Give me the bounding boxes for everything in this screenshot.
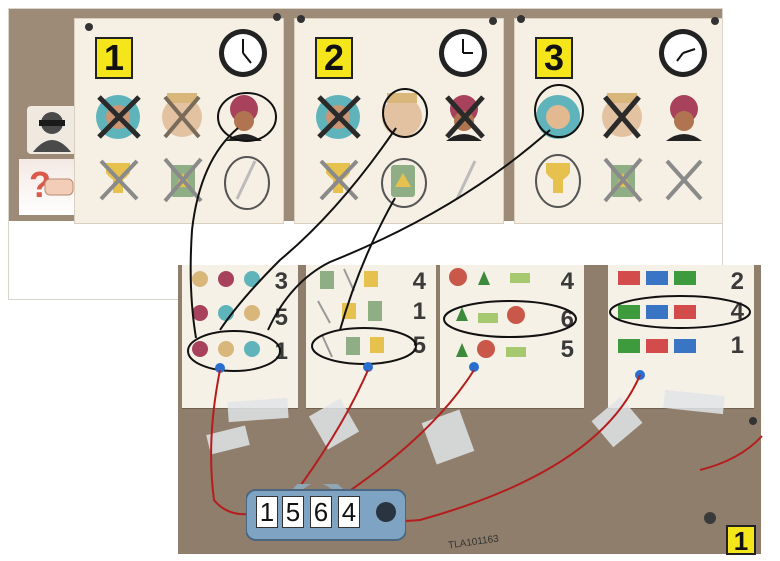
- lock-digit-1[interactable]: 1: [256, 496, 278, 528]
- lock-digit-2[interactable]: 5: [282, 496, 304, 528]
- suspect-board-panel: ? 1 2 3: [8, 8, 723, 300]
- suspect-portrait-teal-headscarf: [535, 85, 583, 139]
- tape-strip: [309, 399, 359, 450]
- poison-bottle-icon: [382, 159, 426, 207]
- pushpin-icon: [635, 370, 645, 380]
- suspect-portrait-teal-headscarf: [96, 95, 140, 139]
- next-card-badge: 1: [726, 525, 756, 555]
- golf-club-icon: [225, 157, 269, 209]
- golden-trophy-icon: [536, 155, 580, 207]
- lock-digit-3[interactable]: 6: [310, 496, 332, 528]
- pushpin-icon: [711, 17, 719, 25]
- tape-strip: [592, 397, 643, 447]
- pushpin-icon: [85, 23, 93, 31]
- pushpin-icon: [215, 363, 225, 373]
- pushpin-icon: [704, 512, 716, 524]
- golden-trophy-icon: [321, 161, 357, 199]
- suspect-portrait-turban-man: [446, 95, 483, 141]
- golf-cart-icons: [618, 271, 696, 353]
- golf-club-icon: [667, 161, 701, 199]
- suspect-portrait-turban-man: [666, 95, 702, 141]
- tape-strip: [663, 390, 725, 414]
- golden-trophy-icon: [101, 161, 137, 199]
- pushpin-icon: [489, 17, 497, 25]
- grid-overlay: [9, 9, 723, 300]
- pushpin-icon: [273, 13, 281, 21]
- suspect-faces-icon: [192, 271, 260, 357]
- suspect-portrait-teal-headscarf: [316, 95, 360, 139]
- poison-bottle-icon: [605, 159, 641, 201]
- tape-strip: [206, 425, 250, 454]
- tape-strip: [422, 409, 475, 464]
- golf-club-icon: [457, 161, 475, 199]
- pushpin-icon: [517, 15, 525, 23]
- lock-digit-4[interactable]: 4: [338, 496, 360, 528]
- pushpin-icon: [297, 15, 305, 23]
- weapon-icons: [318, 269, 384, 357]
- suspect-portrait-bearded-man: [162, 93, 202, 137]
- suspect-portrait-turban-man: [218, 93, 276, 141]
- pushpin-icon: [469, 362, 479, 372]
- tape-strip: [227, 398, 288, 422]
- poison-bottle-icon: [165, 159, 201, 201]
- location-icons: [449, 268, 530, 358]
- pushpin-icon: [749, 417, 757, 425]
- suspect-portrait-bearded-man: [382, 89, 427, 137]
- suspect-portrait-bearded-man: [602, 93, 642, 137]
- pushpin-icon: [363, 362, 373, 372]
